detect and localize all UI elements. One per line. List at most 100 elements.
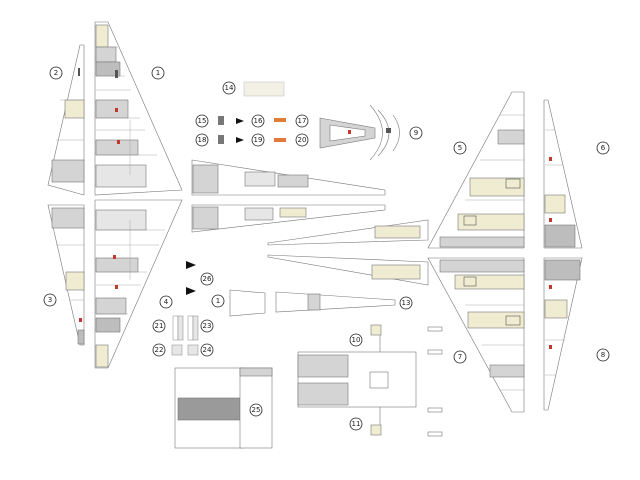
cockpit-arc — [369, 104, 383, 161]
left-strip-upper — [47, 44, 85, 196]
detail-mark — [348, 130, 351, 134]
panel — [544, 299, 568, 319]
detail-mark — [115, 70, 118, 78]
panel — [454, 274, 525, 290]
hatch-outline — [463, 215, 477, 226]
panel — [95, 46, 117, 63]
label-5: 5 — [453, 141, 467, 155]
panel — [95, 164, 147, 188]
label-6: 6 — [596, 141, 610, 155]
part-10-11-frame — [297, 324, 443, 437]
part-25-piece — [174, 367, 273, 449]
label-11: 11 — [349, 417, 363, 431]
label-15: 15 — [195, 114, 209, 128]
panel — [51, 207, 85, 229]
svg-text:23: 23 — [203, 322, 212, 330]
label-4: 4 — [159, 295, 173, 309]
panel — [64, 99, 85, 119]
label-20: 20 — [295, 133, 309, 147]
detail-mark — [386, 128, 391, 133]
panel — [95, 317, 121, 333]
detail-mark — [78, 68, 80, 76]
hatch-outline — [505, 178, 521, 189]
cockpit-inner — [329, 124, 366, 142]
svg-text:3: 3 — [48, 296, 52, 304]
panel-lines — [465, 114, 565, 391]
panel — [297, 354, 349, 378]
part-25-stripes — [177, 397, 241, 421]
small-parts-21-24 — [171, 315, 199, 356]
detail-mark — [549, 218, 552, 222]
svg-text:22: 22 — [155, 346, 164, 354]
tail-strips — [229, 219, 429, 317]
part-24-piece — [187, 344, 199, 356]
detail-mark — [113, 255, 116, 259]
left-wing-assembly — [47, 21, 183, 369]
svg-text:24: 24 — [203, 346, 212, 354]
svg-text:4: 4 — [164, 298, 169, 306]
svg-text:2: 2 — [54, 69, 58, 77]
panel — [439, 236, 525, 248]
label-13: 13 — [399, 296, 413, 310]
part-19-piece — [274, 138, 286, 142]
panel — [95, 99, 129, 119]
label-2: 2 — [49, 66, 63, 80]
label-26: 26 — [200, 272, 214, 286]
panel — [192, 206, 219, 230]
svg-text:8: 8 — [601, 351, 605, 359]
panel — [307, 293, 321, 311]
label-14: 14 — [222, 81, 236, 95]
part-23-piece — [192, 315, 199, 341]
small-tab — [427, 431, 443, 437]
svg-text:20: 20 — [298, 136, 307, 144]
svg-text:1: 1 — [156, 69, 160, 77]
label-3: 3 — [43, 293, 57, 307]
detail-mark — [79, 318, 82, 322]
svg-text:26: 26 — [203, 275, 212, 283]
detail-mark — [117, 140, 120, 144]
part-15-piece — [218, 116, 224, 125]
svg-text:1: 1 — [216, 297, 220, 305]
svg-text:15: 15 — [198, 117, 207, 125]
panel — [95, 344, 109, 368]
label-8: 8 — [596, 348, 610, 362]
small-tab — [427, 349, 443, 355]
panel — [544, 194, 566, 214]
svg-text:13: 13 — [402, 299, 411, 307]
panel — [544, 224, 576, 248]
arrow-marker — [236, 137, 244, 143]
svg-text:17: 17 — [298, 117, 307, 125]
label-25: 25 — [249, 403, 263, 417]
label-19: 19 — [251, 133, 265, 147]
label-1b: 1 — [211, 294, 225, 308]
panel — [469, 177, 525, 197]
panel — [192, 164, 219, 194]
panel — [497, 129, 525, 145]
arrow-marker — [236, 118, 244, 124]
part-labels: 1 2 3 4 1 5 6 7 8 9 10 11 13 14 15 16 17… — [43, 66, 610, 431]
hatch-outline — [505, 315, 521, 326]
panel — [95, 24, 109, 48]
label-23: 23 — [200, 319, 214, 333]
part-1b-strip — [229, 289, 266, 317]
part-18-piece — [218, 135, 224, 144]
svg-text:21: 21 — [155, 322, 164, 330]
label-22: 22 — [152, 343, 166, 357]
panel — [244, 171, 276, 187]
panel — [371, 264, 421, 280]
svg-text:11: 11 — [352, 420, 361, 428]
label-21: 21 — [152, 319, 166, 333]
panel — [95, 209, 147, 231]
svg-text:10: 10 — [352, 336, 361, 344]
detail-mark — [549, 345, 552, 349]
svg-text:7: 7 — [458, 353, 462, 361]
part-21-piece — [177, 315, 184, 341]
panel — [544, 259, 581, 281]
detail-mark — [549, 157, 552, 161]
panel — [51, 159, 85, 183]
label-10: 10 — [349, 333, 363, 347]
center-box — [369, 371, 389, 389]
detail-mark — [549, 285, 552, 289]
small-tab — [427, 407, 443, 413]
panel — [467, 311, 525, 329]
